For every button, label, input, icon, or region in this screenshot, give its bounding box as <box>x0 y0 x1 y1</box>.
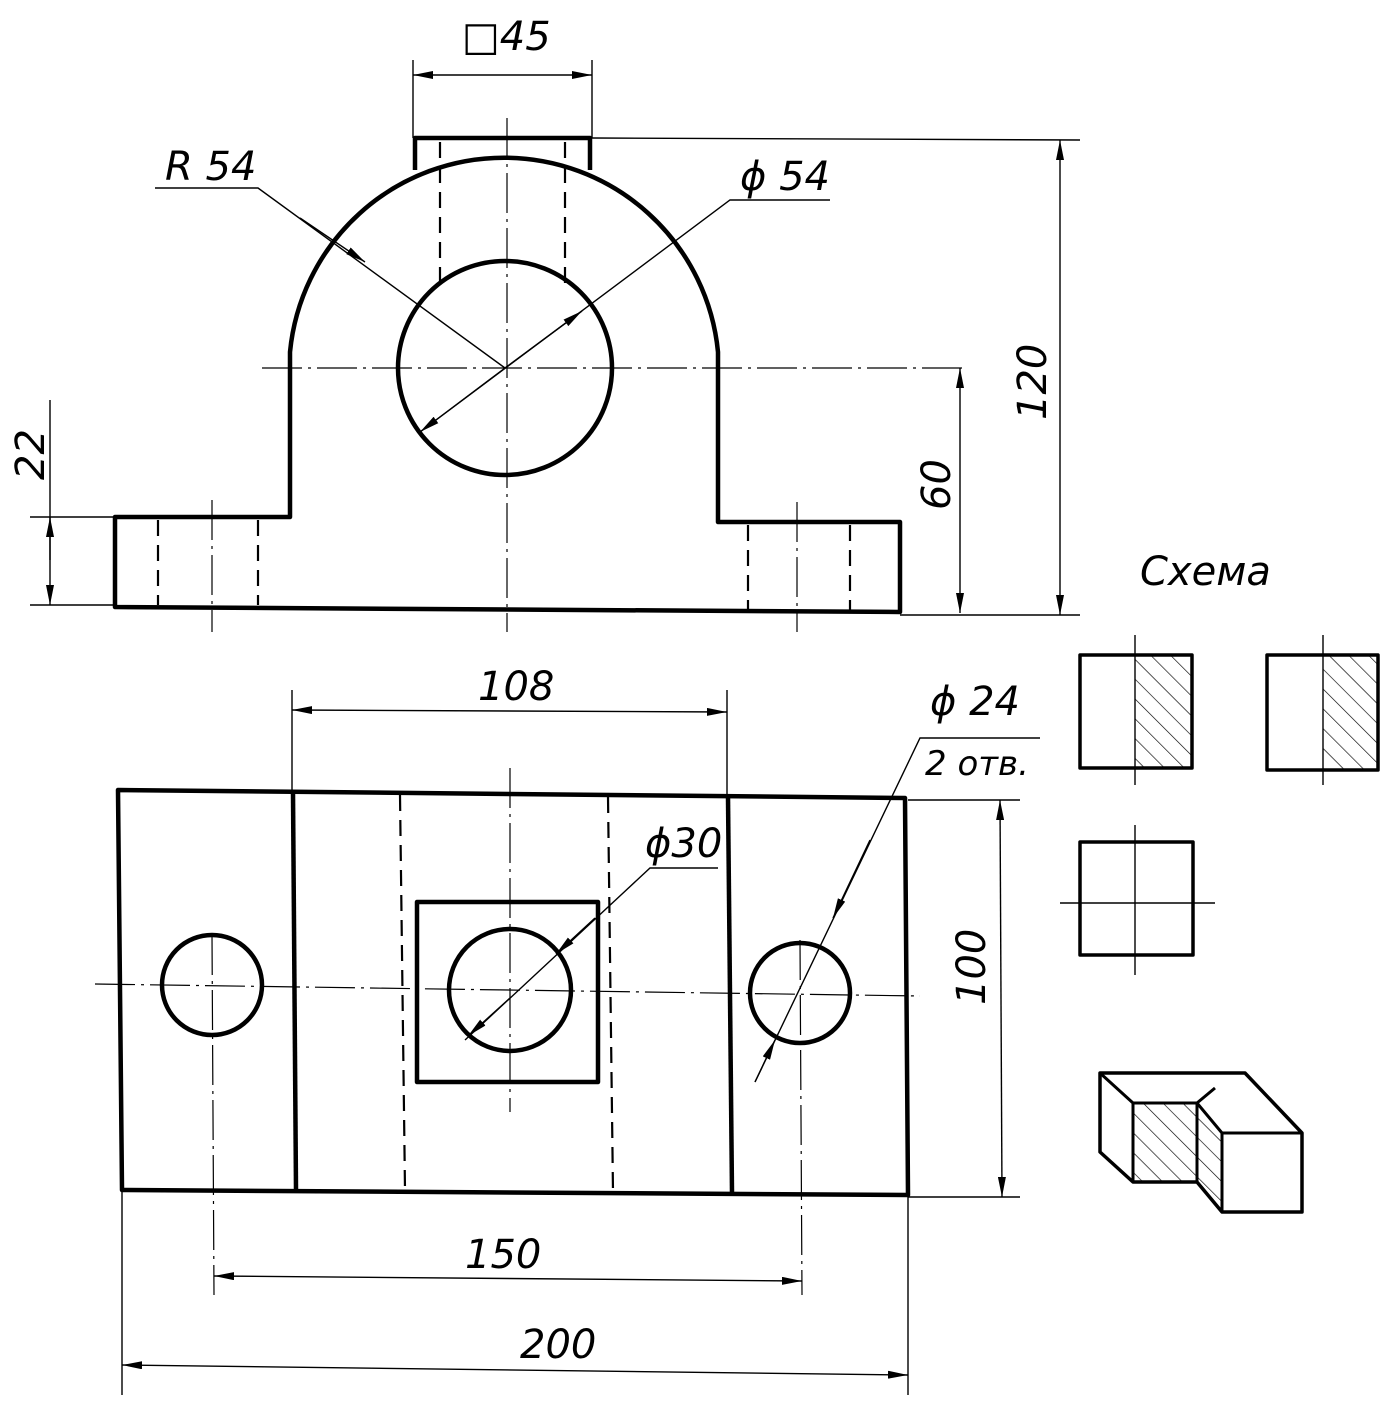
scheme-isometric <box>1098 1071 1304 1214</box>
square-boss <box>412 135 593 170</box>
dim-total-height-label: 120 <box>1010 344 1056 420</box>
dim-axis-height-label: 60 <box>914 459 960 510</box>
top-view: 108 ϕ 24 2 отв. ϕ30 100 150 200 <box>94 664 1040 1395</box>
front-outline <box>112 155 903 615</box>
dim-radius-label: R 54 <box>165 144 256 190</box>
scheme-title: Схема <box>1140 549 1271 595</box>
dim-inner-width-label: 108 <box>478 664 554 710</box>
dim-holes-count-label: 2 отв. <box>925 744 1029 784</box>
scheme-front-section <box>1078 635 1194 785</box>
dim-center-hole-label: ϕ30 <box>645 821 722 867</box>
dim-total-length-label: 200 <box>520 1322 596 1368</box>
top-outline <box>115 787 911 1198</box>
dim-foot-height-label: 22 <box>8 429 54 480</box>
front-view: □45 R 54 ϕ 54 120 60 22 <box>8 14 1081 632</box>
scheme-side-section <box>1265 635 1380 785</box>
dim-depth-label: 100 <box>949 929 995 1005</box>
dim-square-label: □45 <box>462 14 551 60</box>
scheme: Схема <box>1060 549 1380 1214</box>
square-boss-top <box>414 899 601 1085</box>
dim-hole-spacing-label: 150 <box>465 1232 541 1278</box>
scheme-top <box>1060 825 1215 975</box>
dim-bore-label: ϕ 54 <box>740 154 830 200</box>
dim-holes-label: ϕ 24 <box>930 679 1020 725</box>
